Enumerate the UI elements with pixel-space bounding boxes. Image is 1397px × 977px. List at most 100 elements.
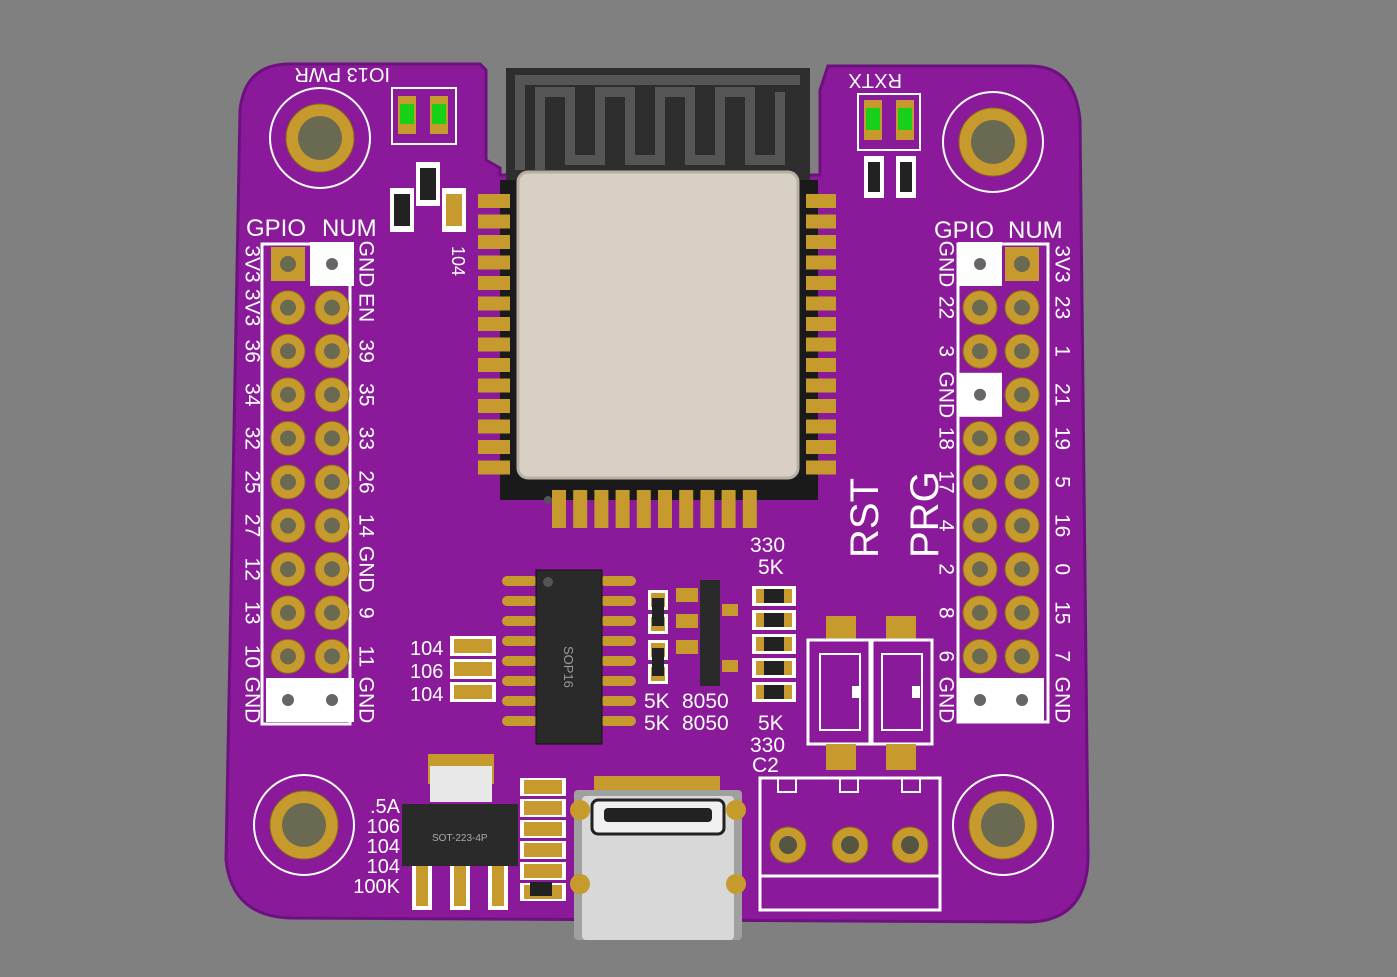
mount-hole-bottom-right bbox=[952, 774, 1054, 876]
ic-pin bbox=[600, 596, 636, 606]
led-tx-light bbox=[866, 108, 880, 130]
led-pwr-light bbox=[432, 104, 446, 124]
cap-label-104: 104 bbox=[448, 246, 468, 276]
button-label-rst: RST bbox=[843, 478, 887, 558]
module-pad bbox=[721, 490, 736, 528]
module-pad bbox=[806, 460, 836, 475]
power-label: 104 bbox=[367, 856, 400, 878]
header-pin-label: 14 bbox=[355, 514, 378, 538]
header-pin-label: 15 bbox=[1051, 601, 1074, 624]
passive-label: 106 bbox=[410, 661, 443, 683]
module-pad bbox=[806, 296, 836, 311]
header-pin-label: GND bbox=[1051, 677, 1074, 724]
module-pad bbox=[806, 358, 836, 372]
header-pin-label: 13 bbox=[241, 601, 264, 624]
header-pin-label: 2 bbox=[935, 563, 958, 575]
transistor bbox=[700, 580, 720, 636]
header-pin-label: 17 bbox=[935, 470, 958, 493]
header-pin-label: 0 bbox=[1051, 563, 1074, 575]
usb-c-port[interactable] bbox=[570, 776, 746, 940]
power-label: 104 bbox=[367, 836, 400, 858]
module-pad bbox=[806, 337, 836, 352]
header-pin-label: GND bbox=[935, 677, 958, 724]
header-pin-label: 25 bbox=[241, 470, 264, 493]
led-label-tx: TX bbox=[848, 69, 874, 91]
ic-pin bbox=[600, 696, 636, 706]
program-button[interactable] bbox=[868, 616, 934, 770]
ic-pin bbox=[600, 656, 636, 666]
header-pin-label: 1 bbox=[1051, 345, 1074, 357]
header-pin-label: 3 bbox=[935, 345, 958, 357]
regulator-package-label: SOT-223-4P bbox=[432, 833, 488, 844]
module-pads-bottom bbox=[552, 490, 757, 528]
power-label: 100K bbox=[353, 876, 400, 898]
right-header-title-num: NUM bbox=[1008, 217, 1063, 244]
res-bottom-label-330: 330 bbox=[750, 734, 785, 757]
ic-pin bbox=[502, 716, 538, 726]
mid-parts bbox=[648, 580, 738, 686]
module-pad bbox=[478, 276, 510, 290]
ic-pin bbox=[502, 696, 538, 706]
left-header-title-gpio: GPIO bbox=[246, 215, 306, 242]
module-pad bbox=[700, 490, 715, 528]
header-pin-label: 34 bbox=[241, 383, 264, 407]
header-pin-label: GND bbox=[935, 241, 958, 288]
terminal-connector bbox=[758, 776, 942, 912]
led-label-io13-pwr: IO13 PWR bbox=[294, 63, 390, 85]
header-pin-label: 8 bbox=[935, 607, 958, 619]
header-pin-label: 12 bbox=[241, 558, 264, 581]
transistor bbox=[700, 636, 720, 686]
mount-hole-top-left bbox=[269, 87, 371, 189]
reset-button[interactable] bbox=[806, 616, 874, 770]
header-pin-label: 3V3 bbox=[241, 289, 264, 326]
header-pin-hole bbox=[282, 694, 294, 706]
module-pad bbox=[478, 214, 510, 229]
header-pin-label: 39 bbox=[355, 340, 378, 363]
module-pad bbox=[478, 255, 510, 270]
right-header-pins bbox=[958, 242, 1044, 722]
module-pad bbox=[806, 276, 836, 290]
header-pin-label: 9 bbox=[355, 607, 378, 619]
wifi-module-shield bbox=[516, 170, 800, 480]
module-pad bbox=[478, 460, 510, 475]
ic-pin bbox=[502, 676, 538, 686]
module-pad bbox=[806, 399, 836, 413]
header-pin-label: GND bbox=[355, 677, 378, 724]
ic-pin bbox=[600, 636, 636, 646]
ic-pin bbox=[600, 716, 636, 726]
header-pin-hole bbox=[326, 694, 338, 706]
mount-hole-bottom-left bbox=[253, 774, 355, 876]
res-top-label-5k: 5K bbox=[758, 556, 784, 579]
module-pad bbox=[806, 235, 836, 249]
header-pin-label: 35 bbox=[355, 383, 378, 406]
header-pin-label: 18 bbox=[935, 427, 958, 450]
module-pad bbox=[573, 490, 588, 528]
header-pin-label: 26 bbox=[355, 470, 378, 493]
left-header-title-num: NUM bbox=[322, 215, 377, 242]
transistor-label-1: 8050 bbox=[682, 690, 729, 713]
header-pin-label: GND bbox=[241, 677, 264, 724]
ic-pin bbox=[600, 676, 636, 686]
module-pad bbox=[806, 194, 836, 208]
header-pin-hole bbox=[974, 388, 986, 401]
passive-label: 104 bbox=[410, 638, 443, 660]
header-pin-label: GND bbox=[355, 241, 378, 288]
header-pin-label: 21 bbox=[1051, 383, 1074, 406]
header-pin-label: 36 bbox=[241, 340, 264, 363]
mid-resistor-label-1: 5K bbox=[644, 690, 670, 713]
module-pad bbox=[478, 337, 510, 352]
mid-resistor-label-2: 5K bbox=[644, 712, 670, 735]
module-pad bbox=[478, 399, 510, 413]
ic-pin bbox=[502, 636, 538, 646]
power-passives bbox=[520, 778, 566, 901]
header-pin-label: 11 bbox=[355, 645, 378, 667]
header-pin-label: 6 bbox=[935, 651, 958, 663]
header-pin-hole bbox=[974, 258, 986, 270]
ic-package-label: SOP16 bbox=[561, 646, 576, 688]
left-header-outline bbox=[260, 242, 352, 726]
ic-pin bbox=[502, 616, 538, 626]
